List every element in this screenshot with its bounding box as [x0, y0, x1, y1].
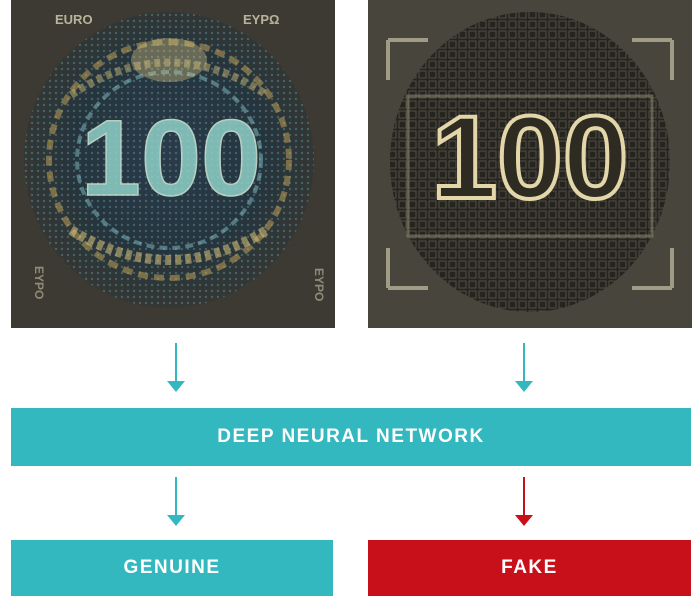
genuine-hologram-image: EURO ΕΥΡΩ EYPO EYPO 100: [11, 0, 335, 328]
arrow-genuine-to-network: [164, 343, 188, 393]
genuine-corner-text-4: EYPO: [312, 268, 326, 301]
genuine-corner-text-3: EYPO: [32, 266, 46, 299]
genuine-output-box: GENUINE: [11, 540, 333, 596]
neural-network-label: DEEP NEURAL NETWORK: [217, 426, 485, 447]
arrow-fake-to-network: [512, 343, 536, 393]
fake-output-box: FAKE: [368, 540, 691, 596]
genuine-corner-text-1: EURO: [55, 12, 93, 27]
genuine-corner-text-2: ΕΥΡΩ: [243, 12, 279, 27]
genuine-output-label: GENUINE: [123, 557, 221, 578]
genuine-denomination: 100: [81, 97, 261, 218]
fake-hologram-image: 100: [368, 0, 692, 328]
arrow-network-to-fake: [512, 477, 536, 527]
fake-output-label: FAKE: [501, 557, 558, 578]
fake-denomination: 100: [432, 92, 629, 224]
arrow-network-to-genuine: [164, 477, 188, 527]
neural-network-box: DEEP NEURAL NETWORK: [11, 408, 691, 466]
